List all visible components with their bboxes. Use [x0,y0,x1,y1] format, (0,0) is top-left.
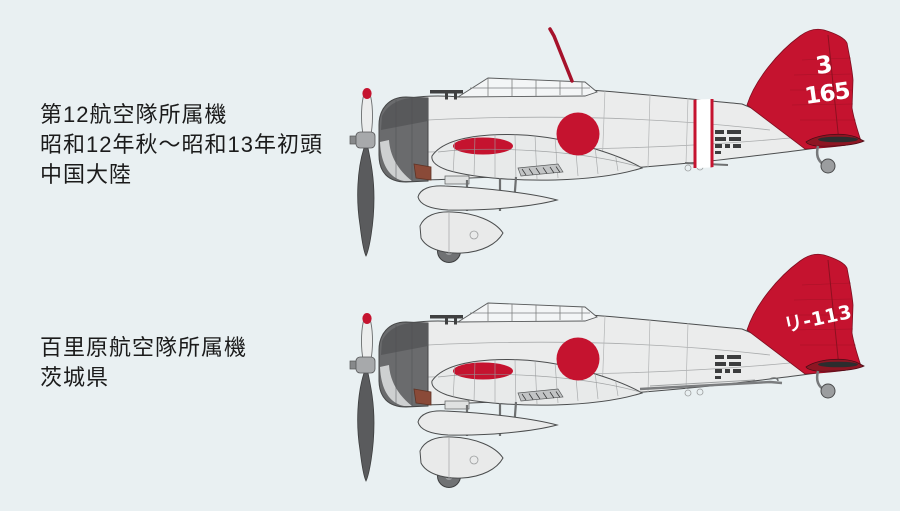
caption-bottom-line1: 百里原航空隊所属機 [40,335,248,360]
fuselage-hinomaru [556,112,600,156]
aircraft-illustration-top: 3 165 [350,27,864,263]
fuselage-hinomaru [556,337,600,381]
underfuselage-rod [639,377,783,391]
caption-top-aircraft: 第12航空隊所属機 昭和12年秋〜昭和13年初頭 中国大陸 [40,100,323,190]
tail-code-line1: 3 [814,50,834,80]
caption-bottom-line2: 茨城県 [40,365,110,390]
tail-code-top-aircraft: 3 165 [803,50,851,110]
caption-top-line2: 昭和12年秋〜昭和13年初頭 [40,132,323,157]
tail-code-line2: 165 [803,78,851,110]
caption-top-line3: 中国大陸 [40,162,133,187]
caption-bottom-aircraft: 百里原航空隊所属機 茨城県 [40,333,247,393]
antenna-mast [548,27,574,83]
caption-top-line1: 第12航空隊所属機 [40,102,228,127]
fuselage-band [693,99,714,168]
aircraft-illustration-bottom: リ-113 [350,254,864,487]
